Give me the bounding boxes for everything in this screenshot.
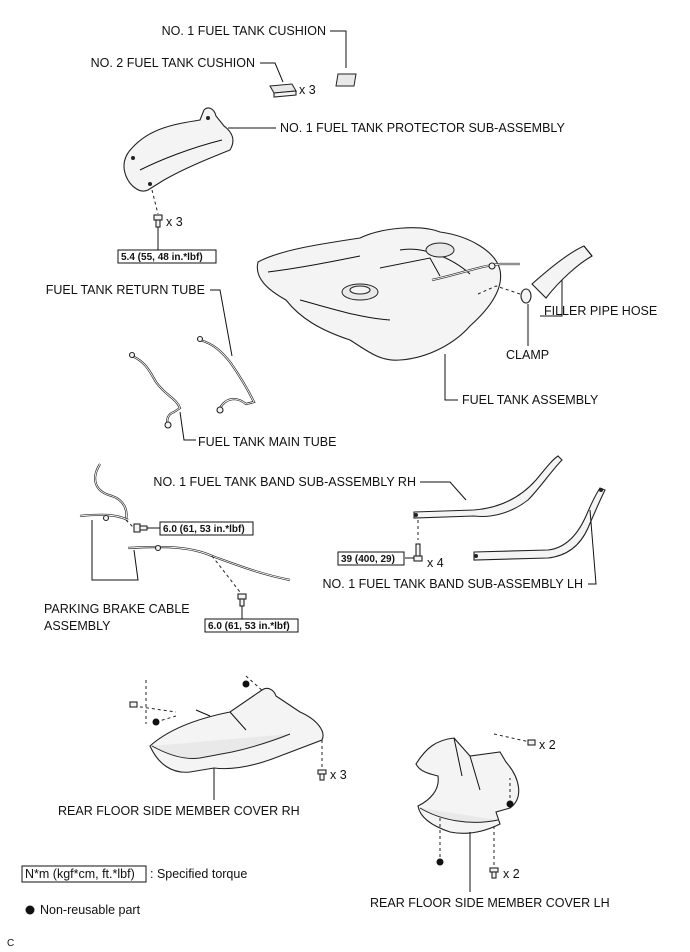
label-cushion-1: NO. 1 FUEL TANK CUSHION [162,24,326,38]
filler-pipe-hose: FILLER PIPE HOSE [531,245,657,318]
cover-rh-bolt-icon [129,701,327,781]
label-band-lh: NO. 1 FUEL TANK BAND SUB-ASSEMBLY LH [323,577,584,591]
label-cover-lh: REAR FLOOR SIDE MEMBER COVER LH [370,896,610,910]
label-filler-hose: FILLER PIPE HOSE [544,304,657,318]
parking-brake-cable-assembly: PARKING BRAKE CABLE ASSEMBLY [44,463,291,633]
label-clamp: CLAMP [506,348,549,362]
label-tank: FUEL TANK ASSEMBLY [462,393,599,407]
protector-bolt-icon [153,214,163,228]
label-return-tube: FUEL TANK RETURN TUBE [46,283,205,297]
cable-bolt-upper-icon: 6.0 (61, 53 in.*lbf) [133,521,254,536]
label-band-rh: NO. 1 FUEL TANK BAND SUB-ASSEMBLY RH [153,475,416,489]
cushion-2-qty: x 3 [299,83,316,97]
clamp: CLAMP [477,285,549,362]
torque-box-cable-lower [204,618,299,633]
cover-lh-bottom-qty: x 2 [503,867,520,881]
fuel-tank-return-tube: FUEL TANK RETURN TUBE [46,283,256,414]
nonreusable-nut-icon [506,800,514,808]
nonreusable-nut-icon [152,718,160,726]
nonreusable-nut-icon [242,680,250,688]
label-parking-cable-1: PARKING BRAKE CABLE [44,602,190,616]
torque-box-cable-upper [159,521,254,536]
nonreusable-nut-icon [436,858,444,866]
legend-torque-box [21,865,147,883]
rear-floor-side-member-cover-rh: x 3 REAR FLOOR SIDE MEMBER COVER RH [58,675,347,818]
label-main-tube: FUEL TANK MAIN TUBE [198,435,336,449]
label-protector: NO. 1 FUEL TANK PROTECTOR SUB-ASSEMBLY [280,121,565,135]
torque-cable-lower: 6.0 (61, 53 in.*lbf) [208,621,290,632]
band-bolt-icon: 39 (400, 29) x 4 [337,520,444,570]
fuel-tank-cushion-1: NO. 1 FUEL TANK CUSHION [162,24,357,87]
label-parking-cable-2: ASSEMBLY [44,619,111,633]
rear-floor-side-member-cover-lh: x 2 x 2 REAR FLOOR SIDE MEMBER COVER LH [370,733,610,910]
legend-torque-text: : Specified torque [150,867,247,881]
protector-bolt-qty: x 3 [166,215,183,229]
cable-bolt-lower-icon: 6.0 (61, 53 in.*lbf) [204,593,299,633]
cover-rh-qty: x 3 [330,768,347,782]
cover-lh-bolt-icon [489,739,536,879]
corner-code: C [7,938,14,949]
fuel-tank-band-lh: NO. 1 FUEL TANK BAND SUB-ASSEMBLY LH [323,487,606,591]
legend-nonreusable-icon [25,905,35,915]
torque-protector: 5.4 (55, 48 in.*lbf) [121,252,203,263]
fuel-tank-main-tube: FUEL TANK MAIN TUBE [128,351,336,449]
fuel-tank-assembly: FUEL TANK ASSEMBLY [256,227,599,407]
band-bolt-qty: x 4 [427,556,444,570]
torque-box-band [337,551,405,566]
fuel-tank-cushion-2: NO. 2 FUEL TANK CUSHION x 3 [91,56,316,98]
torque-box-protector [117,249,217,264]
legend-nonreusable-text: Non-reusable part [40,903,141,917]
fuel-tank-protector: NO. 1 FUEL TANK PROTECTOR SUB-ASSEMBLY x… [117,107,565,264]
label-cushion-2: NO. 2 FUEL TANK CUSHION [91,56,255,70]
torque-cable-upper: 6.0 (61, 53 in.*lbf) [163,524,245,535]
label-cover-rh: REAR FLOOR SIDE MEMBER COVER RH [58,804,300,818]
legend-torque-box-text: N*m (kgf*cm, ft.*lbf) [25,867,135,881]
cover-lh-top-qty: x 2 [539,738,556,752]
torque-band: 39 (400, 29) [341,554,395,565]
legend: N*m (kgf*cm, ft.*lbf) : Specified torque… [21,865,247,917]
fuel-tank-band-rh: NO. 1 FUEL TANK BAND SUB-ASSEMBLY RH [153,455,563,519]
